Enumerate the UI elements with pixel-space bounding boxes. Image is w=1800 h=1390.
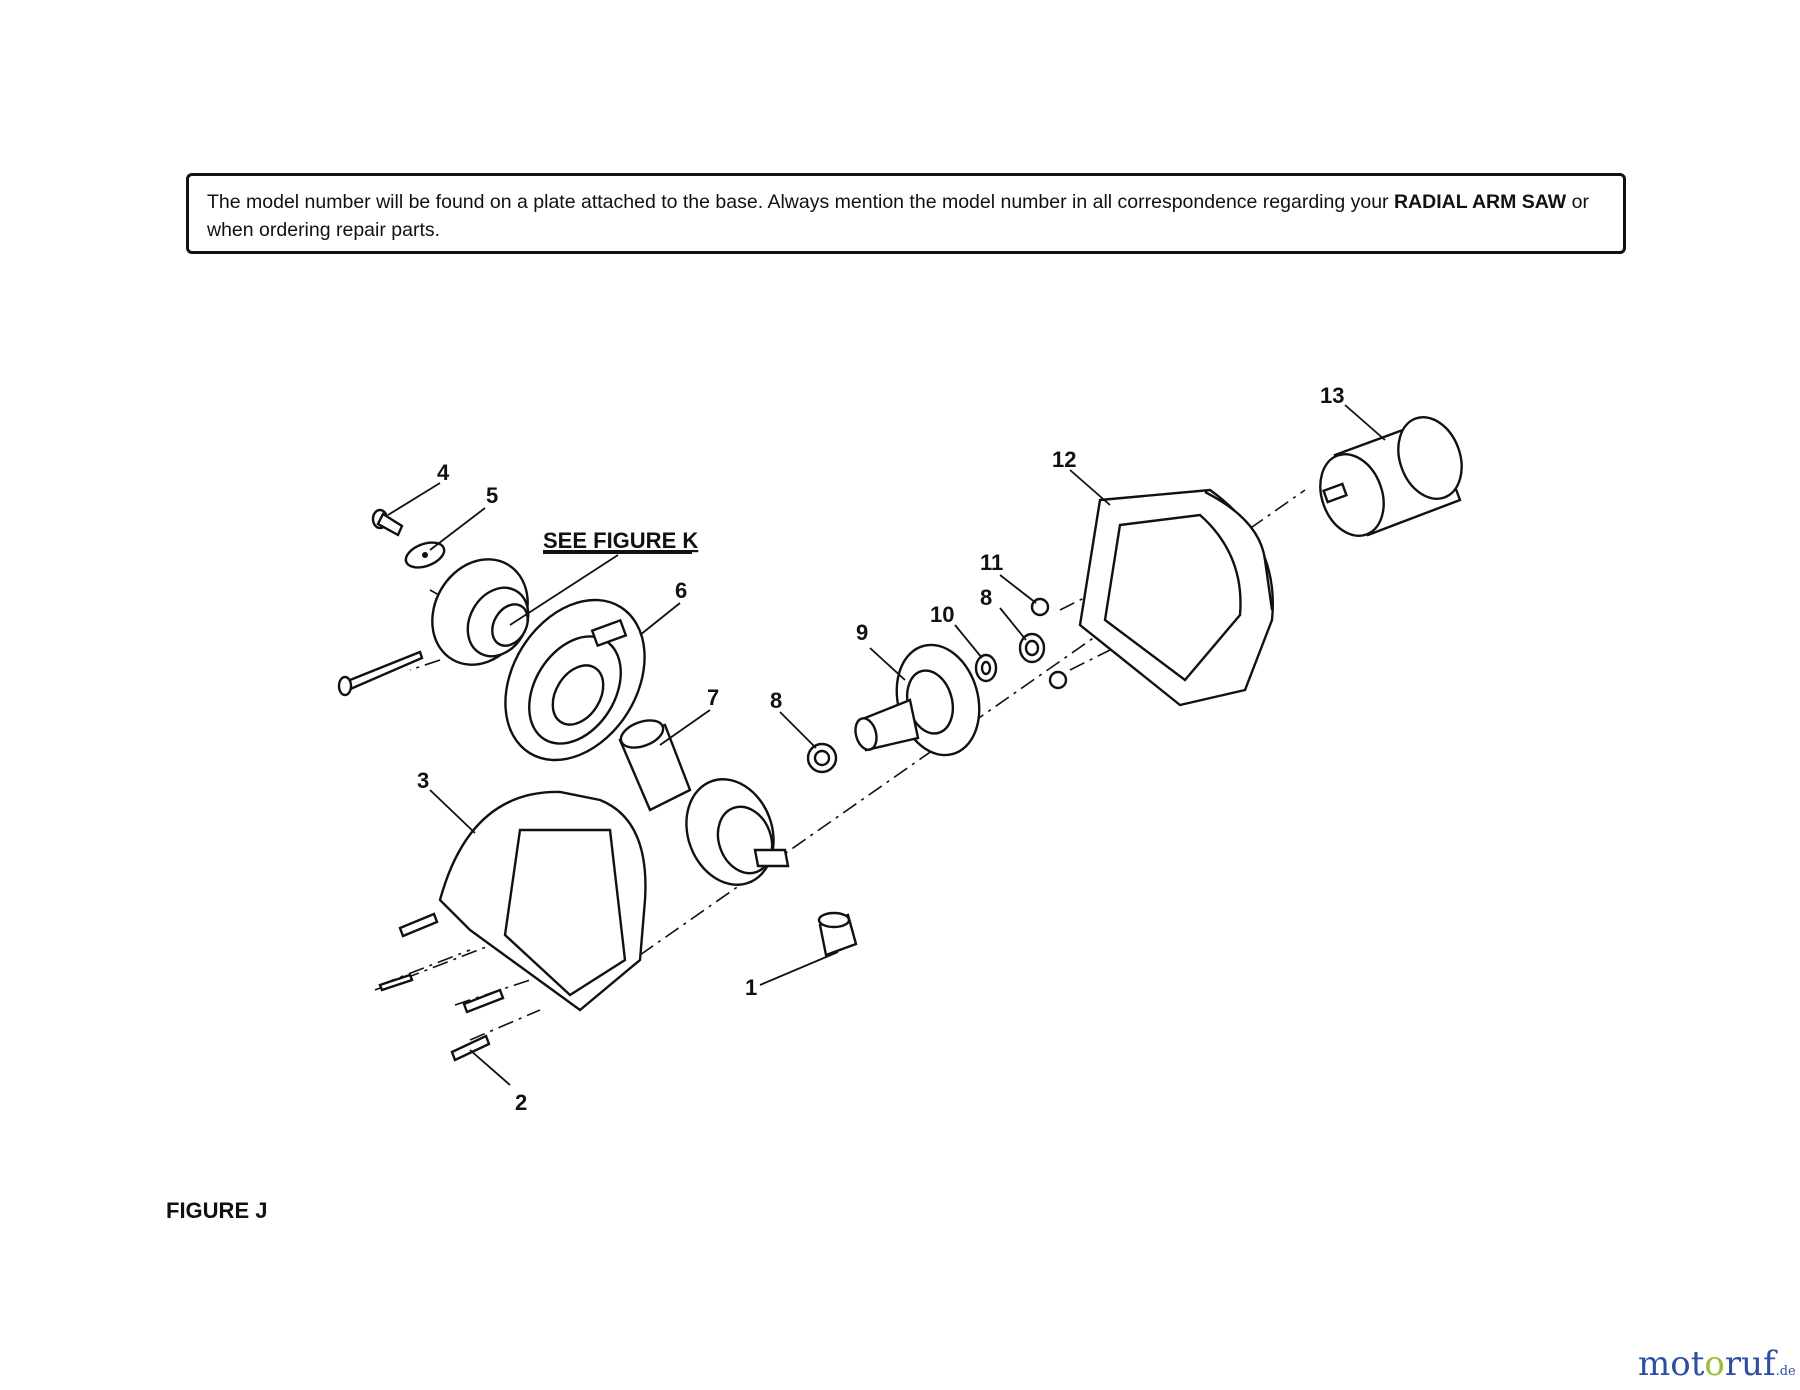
part-11-screw	[1030, 597, 1068, 690]
see-figure-k-label: SEE FIGURE K	[543, 528, 698, 553]
callout-1: 1	[745, 975, 757, 1000]
watermark-logo: motoruf.de	[1638, 1344, 1796, 1384]
leader-3	[429, 789, 476, 834]
part-8-bushing-lower	[806, 742, 838, 774]
callout-6: 6	[675, 578, 687, 603]
part-2-screws	[378, 912, 505, 1062]
part-8-bushing-upper	[1018, 632, 1046, 664]
model-number-notice: The model number will be found on a plat…	[186, 173, 1626, 254]
part-10-washer	[974, 653, 998, 683]
part-pin	[337, 650, 424, 697]
leader-see-k	[509, 554, 619, 626]
notice-text: The model number will be found on a plat…	[207, 191, 1394, 213]
leader-13	[1344, 404, 1386, 441]
callout-8-upper: 8	[980, 585, 992, 610]
leader-6	[639, 602, 681, 636]
part-1-bushing	[817, 911, 858, 957]
assembly-axis-shaft	[409, 659, 441, 671]
watermark-suffix: .de	[1775, 1364, 1796, 1379]
callout-11: 11	[980, 550, 1003, 575]
callout-3: 3	[417, 768, 429, 793]
watermark-part-c: ruf	[1724, 1344, 1776, 1384]
leader-8a	[779, 711, 817, 749]
leader-1	[759, 951, 839, 986]
leader-7	[659, 709, 711, 746]
callout-12: 12	[1052, 447, 1076, 472]
callout-4: 4	[437, 460, 450, 485]
part-6-housing	[504, 598, 646, 762]
leader-2	[469, 1049, 511, 1086]
leader-9	[869, 647, 906, 681]
callout-7: 7	[707, 685, 719, 710]
part-9-gear	[854, 643, 981, 757]
leader-12	[1069, 469, 1111, 506]
leader-11	[999, 574, 1037, 604]
notice-text-end: or when ordering repair parts.	[207, 191, 1589, 241]
leader-8b	[999, 607, 1027, 641]
callout-10: 10	[930, 602, 954, 627]
part-4-screw	[371, 508, 404, 537]
callout-5: 5	[486, 483, 498, 508]
notice-bold-product: RADIAL ARM SAW	[1393, 191, 1567, 213]
part-13-motor	[1319, 416, 1463, 537]
callout-2: 2	[515, 1090, 527, 1115]
callout-13: 13	[1320, 383, 1344, 408]
part-12-gear-cover	[1078, 488, 1274, 707]
watermark-part-a: mot	[1638, 1344, 1705, 1384]
watermark-part-b: o	[1704, 1344, 1725, 1384]
part-pulley-hub	[431, 558, 530, 666]
figure-label: FIGURE J	[166, 1198, 268, 1223]
part-3-main-housing	[438, 790, 647, 1012]
leader-4	[387, 482, 441, 516]
leader-10	[954, 624, 983, 659]
part-7-gear-shaft	[618, 719, 790, 886]
part-5-washer	[404, 541, 446, 569]
callout-8-lower: 8	[770, 688, 782, 713]
callout-9: 9	[856, 620, 868, 645]
leader-5	[429, 507, 486, 551]
